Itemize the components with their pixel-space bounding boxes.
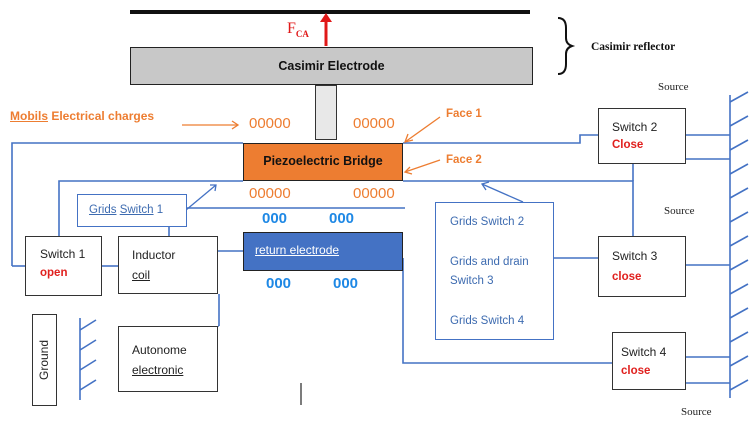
casimir-electrode-label: Casimir Electrode (278, 59, 385, 73)
electrode-pillar (315, 85, 337, 140)
switch-4-state: close (621, 365, 651, 377)
annotation-arrows (182, 116, 441, 175)
switch-2 (598, 108, 686, 164)
source-label-bottom: Source (681, 406, 712, 418)
charges-bridge-left: 00000 (249, 185, 291, 202)
charges-top-left: 00000 (249, 115, 291, 132)
autonome-label-line2: electronic (132, 363, 184, 377)
face-2-label: Face 2 (446, 154, 482, 166)
grids-panel (435, 202, 554, 340)
mobile-charges-label: Mobils Electrical charges (10, 109, 155, 123)
grids-drain-label: Grids and drain (450, 256, 529, 268)
casimir-electrode (130, 47, 533, 85)
grids-switch-2-label: Grids Switch 2 (450, 216, 525, 228)
charges-return-bottom-right: 000 (333, 275, 359, 292)
force-label: FCA (287, 20, 309, 40)
switch-2-name: Switch 2 (612, 120, 658, 134)
inductor-label-line2: coil (132, 268, 151, 282)
switch-4-name: Switch 4 (621, 345, 667, 359)
ground-box (32, 314, 57, 406)
switch-1 (25, 236, 102, 296)
charges-top-right: 00000 (353, 115, 395, 132)
switch-3-state: close (612, 271, 642, 283)
inductor-label-line1: Inductor (132, 248, 176, 262)
grids-switch-4-label: Grids Switch 4 (450, 315, 525, 327)
grids-switch-1-box (77, 194, 187, 227)
inductor-coil (118, 236, 218, 294)
autonome-electronic (118, 326, 218, 392)
charges-return-top-right: 000 (329, 210, 355, 227)
return-electrode-label: return electrode (255, 243, 340, 257)
switch-1-name: Switch 1 (40, 247, 86, 261)
grids-drain-switch-3-label: Switch 3 (450, 275, 494, 287)
piezoelectric-bridge (243, 143, 403, 181)
charges-return-bottom-left: 000 (266, 275, 292, 292)
charges-return-top-left: 000 (262, 210, 288, 227)
force-arrowhead (320, 13, 332, 22)
grids-arrows (185, 181, 524, 211)
switch-3 (598, 236, 686, 297)
casimir-reflector-label: Casimir reflector (591, 41, 676, 53)
charges-bridge-right: 00000 (353, 185, 395, 202)
ground-label: Ground (37, 339, 51, 381)
switch-1-state: open (40, 267, 68, 279)
face-1-label: Face 1 (446, 108, 482, 120)
grids-switch-1-label: Grids Switch 1 (89, 204, 164, 216)
switch-3-name: Switch 3 (612, 249, 658, 263)
switch-4 (612, 332, 686, 390)
piezoelectric-bridge-label: Piezoelectric Bridge (263, 154, 383, 168)
source-label-middle: Source (664, 205, 695, 217)
autonome-label-line1: Autonome (132, 343, 187, 357)
return-electrode (243, 232, 403, 271)
switch-2-state: Close (612, 139, 644, 151)
reflector-brace (557, 17, 576, 75)
source-label-top: Source (658, 81, 689, 93)
